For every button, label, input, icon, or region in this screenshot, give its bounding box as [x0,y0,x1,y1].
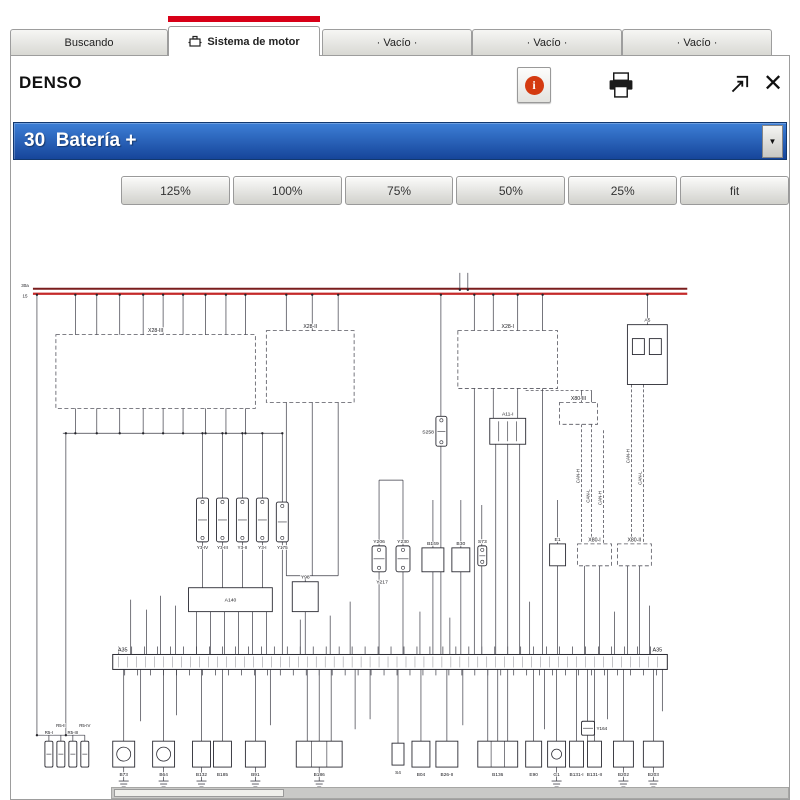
svg-text:B91: B91 [251,772,260,778]
svg-text:A11-I: A11-I [502,411,514,417]
svg-text:Y3-IV: Y3-IV [197,545,209,550]
svg-text:A35: A35 [652,647,662,653]
svg-text:B26-II: B26-II [441,772,454,778]
svg-text:B04: B04 [417,772,426,778]
svg-text:B30: B30 [456,541,465,547]
svg-text:X28-III: X28-III [148,328,163,334]
zoom-125-button[interactable]: 125% [121,176,230,205]
svg-text:A140: A140 [225,598,237,604]
close-button[interactable]: ✕ [757,65,789,101]
svg-text:X28-I: X28-I [502,324,514,330]
svg-text:E90: E90 [529,772,538,778]
wiring-diagram: 30a15F19K84K46F15F13F12K85F18K303K12-IK1… [11,231,789,789]
tab-label: Sistema de motor [207,35,300,48]
svg-text:CAN-L: CAN-L [637,471,642,485]
svg-text:B64: B64 [159,772,168,778]
tab-vacio-2[interactable]: · Vacío · [472,29,622,56]
svg-text:Y164: Y164 [596,726,607,731]
svg-text:Y206: Y206 [373,539,385,545]
zoom-toolbar: 125% 100% 75% 50% 25% fit [121,176,789,205]
tab-label: · Vacío · [676,37,718,49]
zoom-50-button[interactable]: 50% [456,176,566,205]
svg-text:Y98: Y98 [301,575,310,581]
horizontal-scrollbar[interactable] [111,787,789,799]
svg-text:X80-III: X80-III [571,396,586,402]
svg-text:R5-II: R5-II [56,723,65,728]
svg-text:R5-III: R5-III [67,730,78,735]
svg-text:B73: B73 [119,772,128,778]
svg-text:Y175: Y175 [277,545,288,550]
svg-text:Y3-II: Y3-II [238,545,248,550]
svg-text:Y230: Y230 [397,539,409,545]
svg-text:X28-II: X28-II [303,324,317,330]
scrollbar-thumb[interactable] [114,789,284,797]
svg-text:R5-IV: R5-IV [79,723,90,728]
active-tab-accent-bar [168,16,320,22]
zoom-100-button[interactable]: 100% [232,176,342,205]
main-panel: DENSO i ✕ 30 Batería + ▼ 125% 100% 75% 5… [10,55,790,800]
svg-text:Y3-I: Y3-I [258,545,266,550]
close-icon: ✕ [762,69,784,97]
tab-vacio-3[interactable]: · Vacío · [622,29,772,56]
resize-icon [727,73,751,97]
svg-text:Y217: Y217 [376,580,388,586]
tab-vacio-1[interactable]: · Vacío · [322,29,472,56]
chevron-down-icon: ▼ [768,137,777,146]
svg-text:CAN-H: CAN-H [576,469,581,483]
dropdown-button[interactable]: ▼ [762,125,783,158]
tab-label: · Vacío · [526,37,568,49]
svg-text:B131-I: B131-I [570,772,584,778]
svg-text:X80-I: X80-I [588,537,600,543]
svg-text:X80-II: X80-II [627,537,641,543]
svg-text:A35: A35 [118,647,128,653]
svg-text:B202: B202 [618,772,629,778]
selector-value: 30 Batería + [24,130,137,151]
printer-icon [606,71,636,99]
svg-text:CAN-H: CAN-H [597,491,602,505]
svg-text:B131-II: B131-II [587,772,602,778]
zoom-fit-button[interactable]: fit [680,176,789,205]
info-button[interactable]: i [517,67,551,103]
tab-sistema-de-motor[interactable]: Sistema de motor [168,26,320,56]
svg-text:B186: B186 [314,772,325,778]
svg-text:Y3-III: Y3-III [217,545,228,550]
resize-button[interactable] [725,70,753,100]
svg-text:B149: B149 [427,541,439,547]
svg-text:B132: B132 [196,772,207,778]
print-button[interactable] [603,69,639,101]
tab-label: Buscando [64,37,114,49]
zoom-75-button[interactable]: 75% [344,176,454,205]
zoom-25-button[interactable]: 25% [568,176,678,205]
tab-buscando[interactable]: Buscando [10,29,168,56]
engine-icon [188,35,202,49]
svg-text:E1: E1 [555,537,561,543]
svg-text:S258: S258 [422,429,434,435]
svg-text:G1: G1 [553,772,560,778]
tab-label: · Vacío · [376,37,418,49]
svg-text:B136: B136 [492,772,503,778]
svg-text:CAN-H: CAN-H [625,449,630,463]
component-selector[interactable]: 30 Batería + ▼ [13,122,787,160]
svg-text:15: 15 [22,294,27,299]
svg-text:B203: B203 [648,772,659,778]
svg-text:S4: S4 [395,770,401,776]
brand-label: DENSO [19,73,82,92]
svg-text:A5: A5 [644,318,650,324]
svg-text:CAN-L: CAN-L [586,489,591,503]
svg-text:S73: S73 [478,539,487,545]
info-icon: i [524,75,544,95]
svg-text:R5-I: R5-I [45,730,53,735]
svg-text:B185: B185 [217,772,228,778]
svg-text:30a: 30a [21,283,29,288]
